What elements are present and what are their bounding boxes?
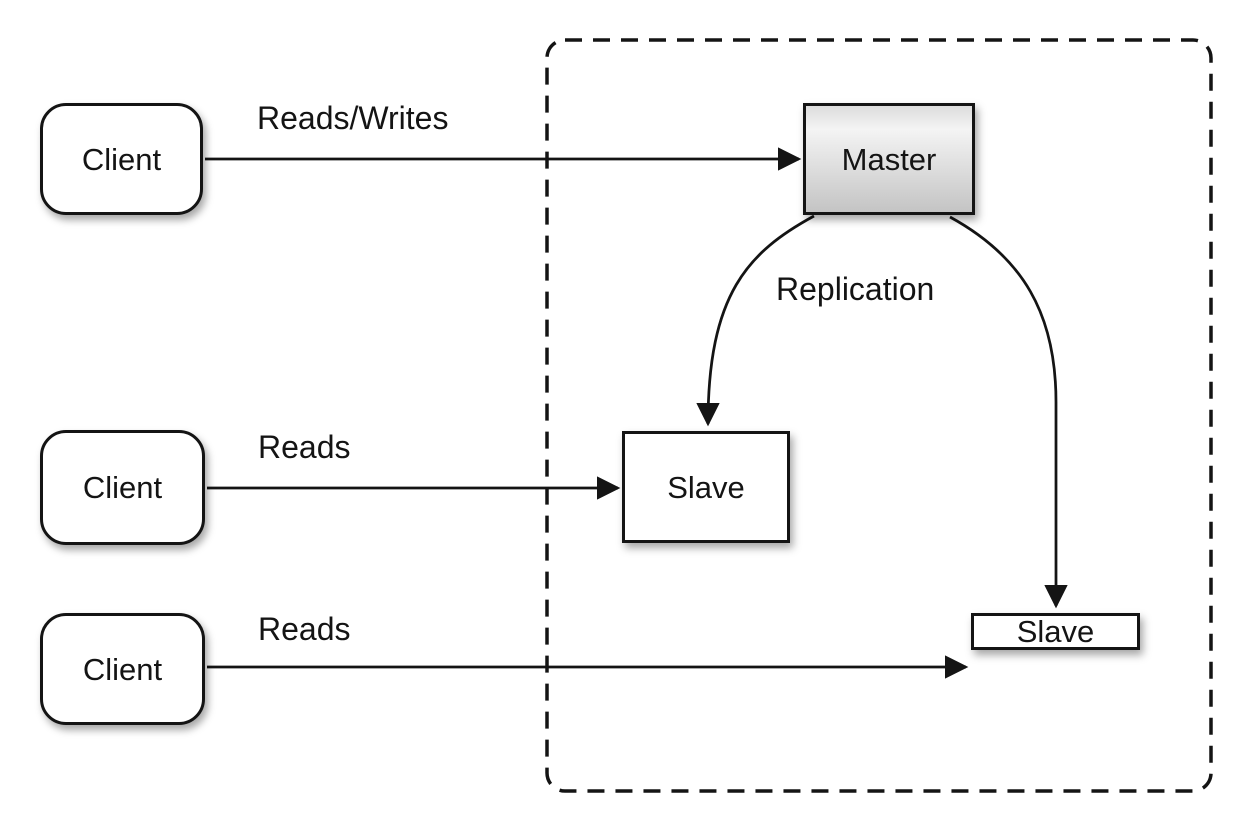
client-node-2: Client [40,430,205,545]
client-node-1: Client [40,103,203,215]
replication-group-boundary [545,38,1213,793]
slave-node-2-label: Slave [1016,614,1095,649]
master-node: Master [803,103,975,215]
replication-arrow-right [949,215,1068,609]
client-node-3: Client [40,613,205,725]
reads-edge-label-middle: Reads [258,429,351,465]
reads-edge-label-bottom: Reads [258,611,351,647]
slave-node-1: Slave [622,431,790,543]
client-node-2-label: Client [82,470,163,505]
master-node-label: Master [841,141,937,177]
replication-arrow-left [696,214,815,427]
reads-writes-edge-label: Reads/Writes [257,100,449,136]
slave-node-1-label: Slave [667,469,745,505]
slave-node-2: Slave [971,613,1140,650]
client-node-1-label: Client [81,141,162,177]
client-node-3-label: Client [82,651,163,687]
replication-edge-label: Replication [776,271,935,307]
